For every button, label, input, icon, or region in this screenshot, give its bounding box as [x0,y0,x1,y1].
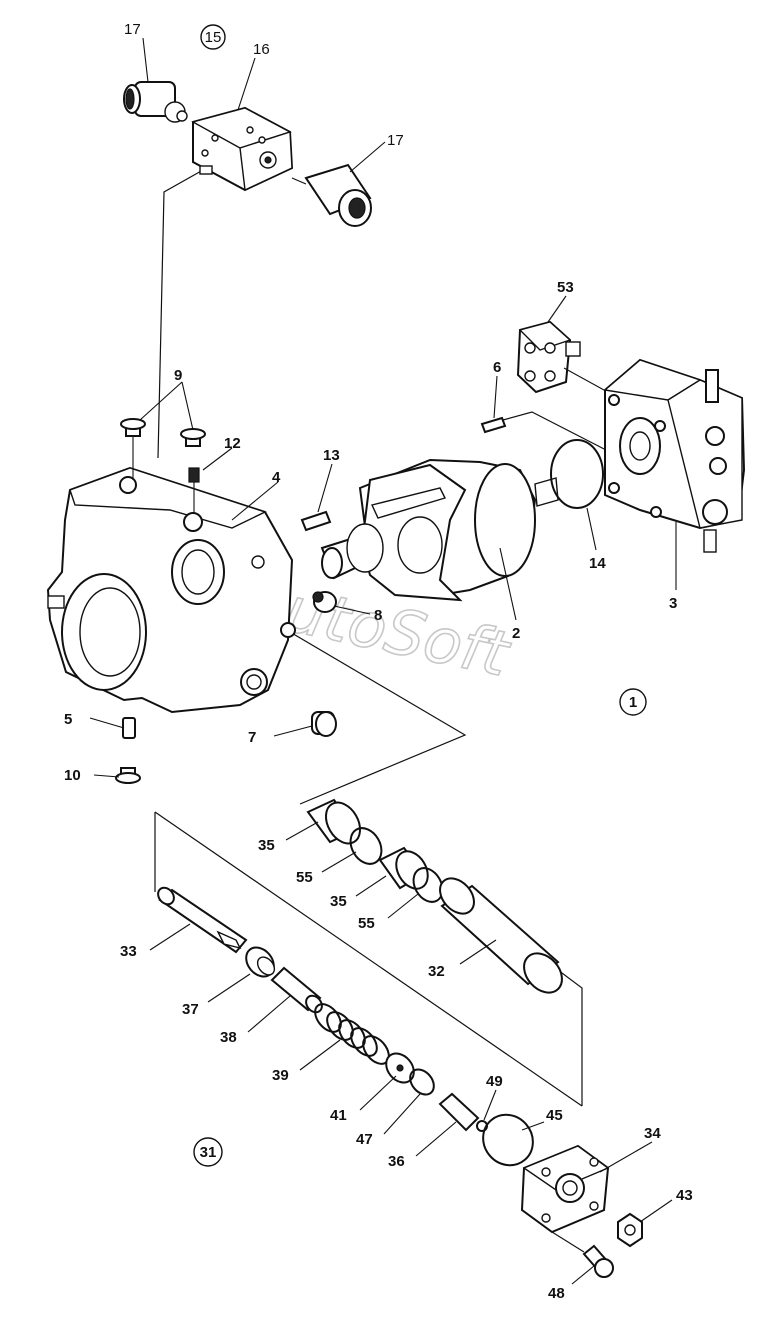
callout-32: 32 [428,963,445,980]
ring-47 [409,1068,435,1096]
group-label-1-text: 1 [629,694,637,711]
screw-12 [188,467,200,514]
solenoid-coil-17-right [291,163,372,227]
spring-seat-37 [245,946,276,978]
callout-35-lower: 35 [330,893,347,910]
callout-33: 33 [120,943,137,960]
callout-2: 2 [512,625,520,642]
o-ring-14 [550,439,604,509]
callout-38: 38 [220,1029,237,1046]
plug-7 [311,711,337,737]
pin-36 [438,1092,480,1132]
callout-17-right: 17 [387,132,404,149]
group-label-1: 1 [619,688,647,716]
guide-bush-35-lower [378,846,429,890]
pin-13 [300,510,332,532]
stroke-piston-32 [439,877,563,994]
pump-housing-4 [46,466,296,714]
cover-34 [520,1144,610,1234]
callout-41: 41 [330,1107,347,1124]
solenoid-coil-17-left [123,81,188,123]
callout-55-lower: 55 [358,915,375,932]
group-label-15: 15 [200,24,226,50]
assembly-reference-lines [154,169,611,1107]
callout-14: 14 [589,555,606,572]
leader-lines [89,37,677,1285]
callout-12: 12 [224,435,241,452]
callout-17-top: 17 [124,21,141,38]
plug-10 [115,767,141,784]
callout-3: 3 [669,595,677,612]
callout-34: 34 [644,1125,661,1142]
group-label-15-text: 15 [205,29,222,46]
callout-13: 13 [323,447,340,464]
group-label-31-text: 31 [200,1144,217,1161]
callout-10: 10 [64,767,81,784]
spacer-38 [270,966,323,1014]
piston-rod-33 [157,886,248,954]
plug-9-left [120,418,146,480]
callout-6: 6 [493,359,501,376]
solenoid-valve-16 [191,106,294,192]
spring-plate-41 [385,1052,415,1084]
callout-43: 43 [676,1187,693,1204]
pin-5 [122,717,136,739]
callout-9: 9 [174,367,182,384]
valve-53 [516,320,581,394]
callout-36: 36 [388,1153,405,1170]
port-plate-3 [603,358,746,553]
o-ring-55-lower [412,867,444,903]
callout-8: 8 [374,607,382,624]
nut-43 [617,1212,643,1248]
callout-45: 45 [546,1107,563,1124]
spring-39 [314,1003,390,1065]
callouts: 17 16 17 53 6 9 12 13 4 14 3 8 2 5 7 10 … [64,21,693,1302]
callout-48: 48 [548,1285,565,1302]
plug-8 [312,591,337,613]
screw-48 [551,1231,614,1278]
callout-47: 47 [356,1131,373,1148]
plug-9-right [180,428,206,447]
group-label-31: 31 [193,1137,223,1167]
pin-6 [480,416,507,434]
o-ring-45 [482,1113,534,1167]
callout-4: 4 [272,469,281,486]
callout-16: 16 [253,41,270,58]
rotary-group-2 [320,458,559,602]
callout-5: 5 [64,711,72,728]
callout-39: 39 [272,1067,289,1084]
callout-7: 7 [248,729,256,746]
callout-55-upper: 55 [296,869,313,886]
callout-53: 53 [557,279,574,296]
callout-49: 49 [486,1073,503,1090]
callout-35-upper: 35 [258,837,275,854]
callout-37: 37 [182,1001,199,1018]
